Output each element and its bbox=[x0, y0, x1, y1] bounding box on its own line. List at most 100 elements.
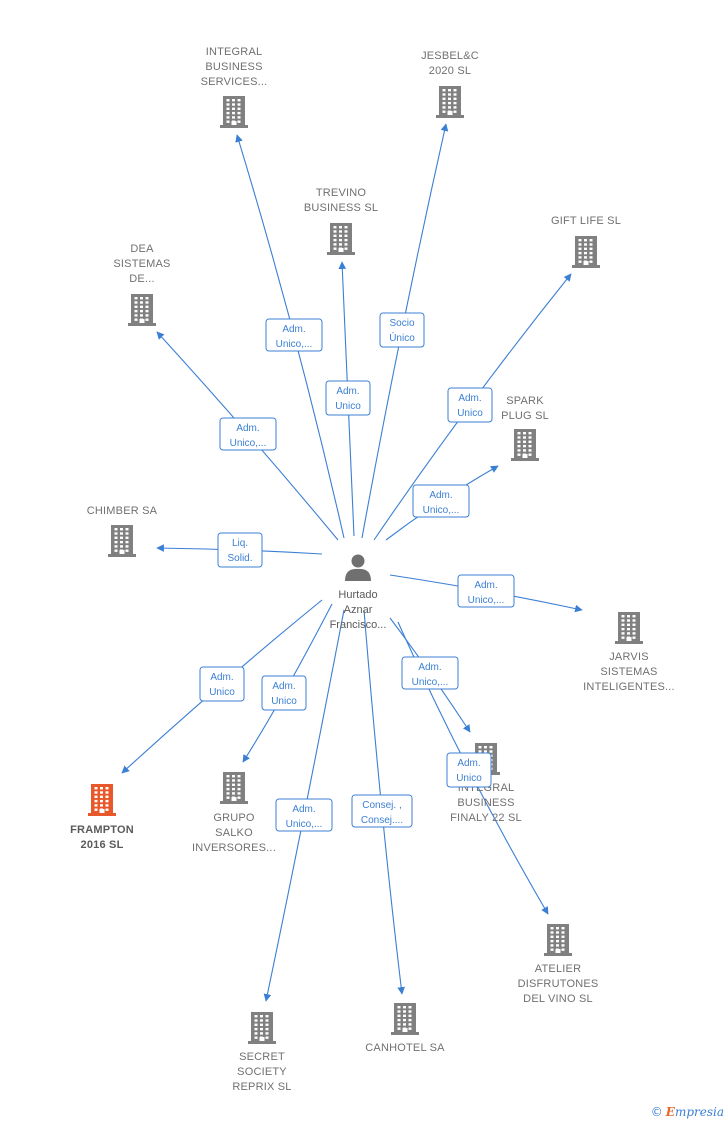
company-name-line: FINALY 22 SL bbox=[450, 812, 522, 824]
company-node-spark-plug[interactable]: SPARK PLUG SL bbox=[501, 395, 549, 461]
company-node-trevino-business[interactable]: TREVINO BUSINESS SL bbox=[304, 187, 378, 255]
building-icon bbox=[220, 96, 248, 128]
company-name-line: TREVINO bbox=[316, 187, 367, 199]
relation-text: Unico bbox=[209, 687, 235, 698]
relation-text: Adm. bbox=[292, 804, 315, 815]
relation-text: Unico bbox=[457, 408, 483, 419]
company-name-line: DISFRUTONES bbox=[518, 978, 599, 990]
relation-label-dea-sistemas[interactable]: Adm.Unico,... bbox=[219, 417, 277, 451]
company-node-canhotel[interactable]: CANHOTEL SA bbox=[365, 1003, 445, 1054]
relation-text: Adm. bbox=[429, 490, 452, 501]
relation-label-integral-business-services[interactable]: Adm. Unico,... bbox=[265, 318, 323, 352]
relation-box bbox=[351, 794, 413, 828]
building-icon bbox=[615, 612, 643, 644]
relation-label-jarvis-sistemas[interactable]: Adm. Unico,... bbox=[457, 574, 515, 608]
relation-text: Unico,... bbox=[286, 819, 323, 830]
relation-text: Unico bbox=[335, 401, 361, 412]
company-name-line: PLUG SL bbox=[501, 410, 549, 422]
relation-text: Único bbox=[389, 331, 415, 344]
relation-box bbox=[446, 752, 492, 788]
relation-text: Adm. bbox=[336, 386, 359, 397]
company-name-line: SPARK bbox=[506, 395, 544, 407]
company-name-line: REPRIX SL bbox=[232, 1081, 291, 1093]
company-name-line: GIFT LIFE SL bbox=[551, 215, 621, 227]
relation-text: Adm. bbox=[282, 324, 305, 335]
company-node-dea-sistemas[interactable]: DEASISTEMASDE... bbox=[113, 243, 170, 326]
relation-label-trevino-business[interactable]: Adm. Unico bbox=[325, 380, 371, 416]
company-name-line: SOCIETY bbox=[237, 1066, 287, 1078]
relation-label-integral-business-finaly[interactable]: Adm.Unico,... bbox=[401, 656, 459, 690]
relation-label-atelier-disfrutones[interactable]: Adm.Unico bbox=[446, 752, 492, 788]
relation-text: Solid. bbox=[227, 553, 252, 564]
center-person-node[interactable]: HurtadoAznarFrancisco... bbox=[330, 554, 387, 632]
company-node-chimber[interactable]: CHIMBER SA bbox=[87, 505, 158, 557]
company-node-jarvis-sistemas[interactable]: JARVISSISTEMASINTELIGENTES... bbox=[583, 612, 675, 693]
building-icon bbox=[391, 1003, 419, 1035]
relation-label-gift-life[interactable]: Adm. Unico bbox=[447, 387, 493, 423]
relation-box bbox=[412, 484, 470, 518]
relation-box bbox=[217, 532, 263, 568]
company-node-frampton-2016[interactable]: FRAMPTON 2016 SL bbox=[70, 784, 134, 851]
relation-label-spark-plug[interactable]: Adm. Unico,... bbox=[412, 484, 470, 518]
company-node-gift-life[interactable]: GIFT LIFE SL bbox=[551, 215, 621, 268]
relation-text: Liq. bbox=[232, 538, 248, 549]
company-name-line: 2020 SL bbox=[429, 65, 471, 77]
relation-text: Adm. bbox=[418, 662, 441, 673]
building-icon-highlighted bbox=[88, 784, 116, 816]
relation-text: Unico,... bbox=[230, 438, 267, 449]
company-name-line: DEA bbox=[130, 243, 154, 255]
company-node-integral-business-services[interactable]: INTEGRALBUSINESSSERVICES... bbox=[201, 46, 268, 128]
relation-text: Unico,... bbox=[468, 595, 505, 606]
relation-box bbox=[401, 656, 459, 690]
relation-text: Adm. bbox=[272, 681, 295, 692]
relation-label-canhotel[interactable]: Consej. ,Consej.... bbox=[351, 794, 413, 828]
company-name-line: DEL VINO SL bbox=[523, 993, 593, 1005]
relation-label-frampton-2016[interactable]: Adm. Unico bbox=[199, 666, 245, 702]
company-node-grupo-salko[interactable]: GRUPOSALKOINVERSORES... bbox=[192, 772, 276, 854]
relation-text: Unico,... bbox=[423, 505, 460, 516]
company-name-line: 2016 SL bbox=[81, 839, 124, 851]
company-name-line: GRUPO bbox=[213, 812, 255, 824]
relation-text: Unico,... bbox=[276, 339, 313, 350]
relation-text: Unico bbox=[456, 773, 482, 784]
person-name-line: Francisco... bbox=[330, 619, 387, 631]
company-name-line: BUSINESS SL bbox=[304, 202, 378, 214]
relation-labels-layer: Adm.Unico,...SocioÚnicoAdm.UnicoAdm.Unic… bbox=[199, 312, 515, 832]
brand-name: mpresia bbox=[674, 1105, 724, 1119]
company-name-line: JARVIS bbox=[609, 651, 649, 663]
relation-text: Adm. bbox=[474, 580, 497, 591]
building-icon bbox=[248, 1012, 276, 1044]
building-icon bbox=[220, 772, 248, 804]
relation-text: Adm. bbox=[210, 672, 233, 683]
building-icon bbox=[511, 429, 539, 461]
company-name-line: FRAMPTON bbox=[70, 824, 134, 836]
relation-box bbox=[457, 574, 515, 608]
relation-label-grupo-salko[interactable]: Adm.Unico bbox=[261, 675, 307, 711]
relation-label-secret-society[interactable]: Adm. Unico,... bbox=[275, 798, 333, 832]
company-name-line: INTEGRAL bbox=[206, 46, 263, 58]
relation-text: Consej. , bbox=[362, 800, 401, 811]
relation-box bbox=[265, 318, 323, 352]
building-icon bbox=[327, 223, 355, 255]
relation-box bbox=[261, 675, 307, 711]
company-name-line: SISTEMAS bbox=[113, 258, 170, 270]
person-icon bbox=[345, 554, 371, 581]
relation-box bbox=[379, 312, 425, 348]
building-icon bbox=[572, 236, 600, 268]
relation-label-chimber[interactable]: Liq. Solid. bbox=[217, 532, 263, 568]
company-name-line: SALKO bbox=[215, 827, 253, 839]
relation-box bbox=[219, 417, 277, 451]
relation-box bbox=[199, 666, 245, 702]
relation-text: Socio bbox=[389, 318, 414, 329]
company-name-line: CHIMBER SA bbox=[87, 505, 158, 517]
relation-text: Adm. bbox=[458, 393, 481, 404]
relation-box bbox=[325, 380, 371, 416]
company-name-line: BUSINESS bbox=[457, 797, 514, 809]
relation-box bbox=[447, 387, 493, 423]
